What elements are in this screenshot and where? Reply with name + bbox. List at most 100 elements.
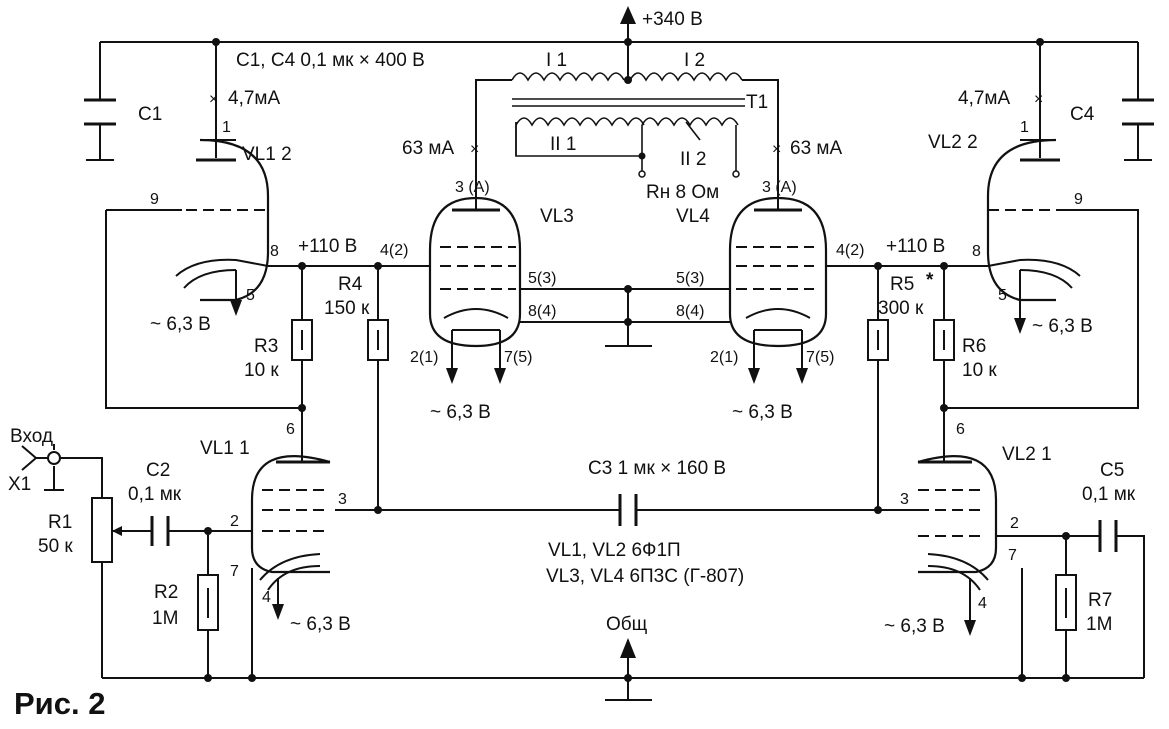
capacitor-c3 bbox=[618, 494, 638, 526]
vl4-heater-label: ~ 6,3 В bbox=[732, 402, 793, 423]
c5-value: 0,1 мк bbox=[1082, 484, 1136, 505]
ground-arrow-icon bbox=[620, 638, 636, 658]
vl1-1-label: VL1 1 bbox=[200, 438, 250, 459]
winding-i1-label: I 1 bbox=[546, 50, 567, 71]
c5-label: С5 bbox=[1100, 460, 1124, 481]
vl1-1-pin-2: 2 bbox=[230, 513, 239, 530]
tube-types-line2: VL3, VL4 6П3С (Г-807) bbox=[546, 566, 744, 587]
vl2-2-pin-1: 1 bbox=[1020, 119, 1029, 136]
vl2-2-heater-label: ~ 6,3 В bbox=[1032, 316, 1093, 337]
r1-value: 50 к bbox=[38, 536, 73, 557]
transformer-name: Т1 bbox=[746, 92, 768, 113]
vl1-2-heater-label: ~ 6,3 В bbox=[150, 314, 211, 335]
vl3-pin-g3: 5(3) bbox=[528, 270, 556, 287]
vl2-2-pin-5: 5 bbox=[998, 287, 1007, 304]
vl4-heater-arrow-1-icon bbox=[748, 368, 760, 384]
vl3-pin-h1: 2(1) bbox=[410, 349, 438, 366]
vl3-pin-anode: 3 (А) bbox=[455, 179, 490, 196]
input-label: Вход bbox=[10, 426, 53, 447]
r7-value: 1М bbox=[1086, 614, 1112, 635]
r2-value: 1М bbox=[152, 608, 178, 629]
vl1-1-pin-6: 6 bbox=[286, 421, 295, 438]
r1-wiper-icon bbox=[112, 526, 122, 536]
tube-vl1-1 bbox=[250, 440, 331, 591]
vl4-label: VL4 bbox=[676, 206, 710, 227]
vl4-pin-g3: 5(3) bbox=[676, 270, 704, 287]
tube-vl4 bbox=[728, 196, 828, 348]
vl3-pin-h2: 7(5) bbox=[504, 349, 532, 366]
input-connector-label: Х1 bbox=[8, 474, 31, 495]
vl1-2-pin-9: 9 bbox=[150, 191, 159, 208]
figure-caption: Рис. 2 bbox=[14, 686, 106, 721]
vl3-heater-arrow-2-icon bbox=[494, 368, 506, 384]
vl4-current-mark: × bbox=[772, 141, 781, 158]
vl2-1-label: VL2 1 bbox=[1002, 444, 1052, 465]
vl1-1-heater-label: ~ 6,3 В bbox=[290, 614, 351, 635]
vl1-2-pin-8: 8 bbox=[270, 243, 279, 260]
vl2-current-label: 4,7мА bbox=[958, 88, 1010, 109]
plus110-right-label: +110 В bbox=[886, 236, 945, 257]
r5-value: 300 к bbox=[878, 298, 924, 319]
tube-vl2-2 bbox=[986, 138, 1081, 302]
tube-types-line1: VL1, VL2 6Ф1П bbox=[548, 540, 681, 561]
vl1-1-pin-4: 4 bbox=[262, 589, 271, 606]
r1-label: R1 bbox=[48, 512, 72, 533]
vl3-heater-label: ~ 6,3 В bbox=[430, 402, 491, 423]
winding-ii2-label: II 2 bbox=[680, 149, 706, 170]
vl2-1-pin-3: 3 bbox=[900, 491, 909, 508]
ground-label: Общ bbox=[606, 614, 648, 635]
r5-star: * bbox=[926, 270, 934, 291]
tube-vl1-2 bbox=[175, 138, 270, 302]
r3-value: 10 к bbox=[244, 360, 279, 381]
vl3-pin-k: 8(4) bbox=[528, 303, 556, 320]
vl2-1-heater-label: ~ 6,3 В bbox=[884, 616, 945, 637]
vl2-1-pin-4: 4 bbox=[978, 595, 987, 612]
c2-label: С2 bbox=[146, 460, 170, 481]
vl3-label: VL3 bbox=[540, 206, 574, 227]
vl1-1-pin-7: 7 bbox=[230, 563, 239, 580]
vl4-pin-g2: 4(2) bbox=[836, 242, 864, 259]
winding-ii1-label: II 1 bbox=[550, 134, 576, 155]
capacitor-c4 bbox=[1122, 98, 1154, 161]
vl2-current-mark: × bbox=[1034, 91, 1043, 108]
vl4-pin-h2: 7(5) bbox=[806, 349, 834, 366]
vl1-1-pin-3: 3 bbox=[338, 491, 347, 508]
supply-arrow-icon bbox=[620, 6, 636, 24]
capacitor-c1 bbox=[84, 98, 116, 161]
vl2-2-heater-arrow-icon bbox=[1014, 318, 1026, 334]
vl1-current-label: 4,7мА bbox=[228, 88, 280, 109]
vl2-1-heater-arrow-icon bbox=[964, 620, 976, 636]
capacitor-c5 bbox=[1098, 520, 1118, 552]
vl4-current-label: 63 мА bbox=[790, 138, 842, 159]
vl4-pin-anode: 3 (А) bbox=[762, 179, 797, 196]
resistor-r1 bbox=[91, 497, 113, 563]
vl4-heater-arrow-2-icon bbox=[796, 368, 808, 384]
r4-label: R4 bbox=[338, 274, 363, 295]
c1-c4-note: С1, С4 0,1 мк × 400 В bbox=[236, 50, 425, 71]
input-connector-x1 bbox=[21, 444, 64, 491]
c2-value: 0,1 мк bbox=[128, 484, 182, 505]
vl2-2-pin-8: 8 bbox=[972, 243, 981, 260]
vl3-pin-g2: 4(2) bbox=[380, 242, 408, 259]
vl1-1-heater-arrow-icon bbox=[272, 604, 284, 620]
r7-label: R7 bbox=[1088, 590, 1112, 611]
supply-label: +340 В bbox=[642, 9, 703, 30]
tube-vl2-1 bbox=[917, 440, 998, 591]
vl4-pin-h1: 2(1) bbox=[710, 349, 738, 366]
c1-label: С1 bbox=[138, 104, 162, 125]
c3-note: С3 1 мк × 160 В bbox=[588, 458, 726, 479]
vl1-2-heater-arrow-icon bbox=[230, 300, 242, 316]
load-label: Rн 8 Ом bbox=[646, 182, 719, 203]
vl3-current-label: 63 мА bbox=[402, 138, 454, 159]
winding-i2-label: I 2 bbox=[684, 50, 705, 71]
plus110-left-label: +110 В bbox=[298, 236, 357, 257]
vl1-2-label: VL1 2 bbox=[242, 144, 292, 165]
transformer-t1 bbox=[511, 72, 745, 178]
vl2-2-pin-9: 9 bbox=[1074, 191, 1083, 208]
r4-value: 150 к bbox=[324, 298, 370, 319]
vl1-2-pin-1: 1 bbox=[222, 119, 231, 136]
r2-label: R2 bbox=[154, 582, 178, 603]
r5-label: R5 bbox=[890, 274, 914, 295]
vl2-2-label: VL2 2 bbox=[928, 132, 978, 153]
